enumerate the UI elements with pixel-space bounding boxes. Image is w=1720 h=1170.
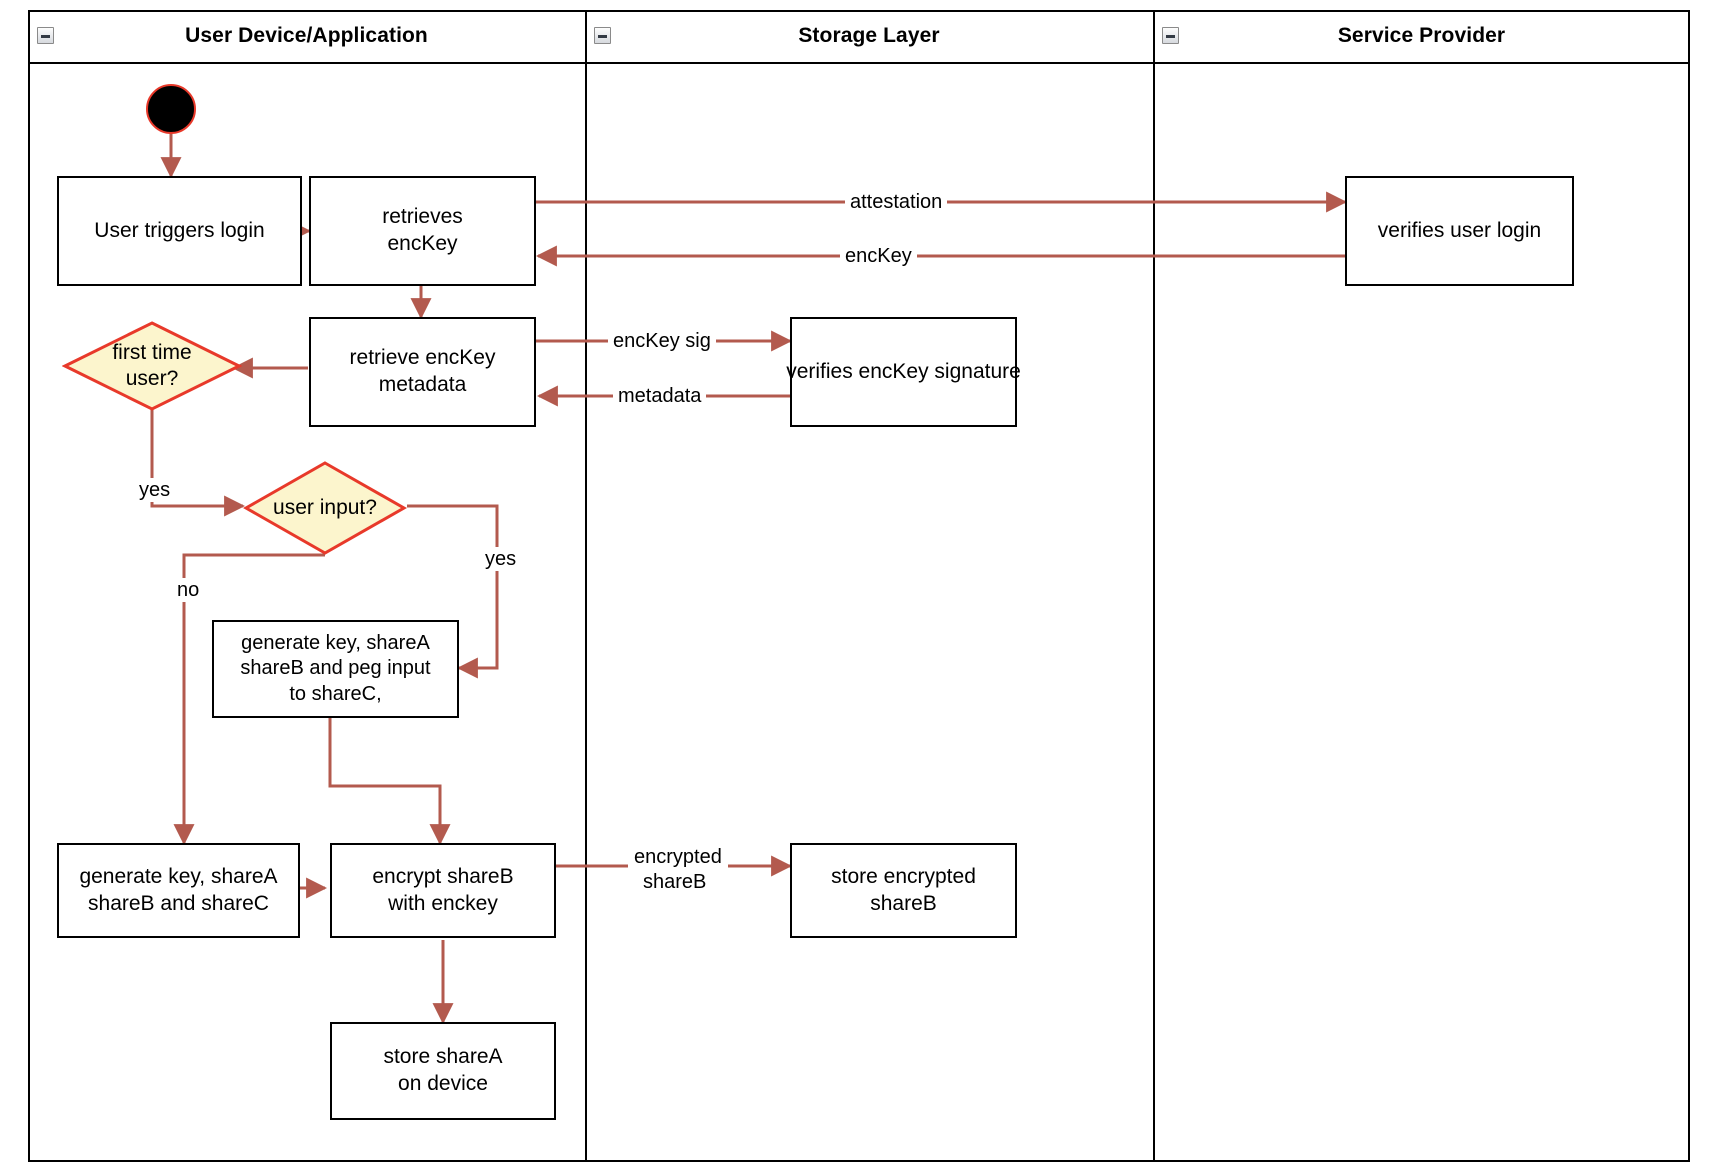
lane-title-user-device: User Device/Application	[185, 24, 428, 47]
action-label: verifies user login	[1377, 218, 1542, 242]
action-retrieves-enckey[interactable]: retrieves encKey	[309, 176, 536, 286]
action-generate-shares[interactable]: generate key, shareA shareB and shareC	[57, 843, 300, 938]
action-label-line1: store encrypted	[831, 864, 976, 888]
action-label-line3: to shareC,	[289, 682, 382, 705]
edge-label-no-user-input: no	[172, 578, 205, 602]
action-generate-peg-input[interactable]: generate key, shareA shareB and peg inpu…	[212, 620, 459, 718]
edge-label-yes-first-time: yes	[134, 478, 176, 502]
decision-label-line1: first time	[112, 340, 192, 364]
action-label-line1: generate key, shareA	[79, 864, 278, 888]
swimlane-header-divider	[28, 62, 1690, 64]
action-label-line2: shareB and peg input	[240, 657, 431, 680]
action-label-line2: encKey	[387, 232, 458, 255]
edge-label-encrypted-shareb-line2: shareB	[637, 870, 713, 894]
edge-label-enckey: encKey	[840, 244, 917, 268]
minus-box-icon-storage-layer[interactable]	[594, 27, 611, 44]
decision-user-input[interactable]: user input?	[243, 460, 407, 556]
lane-title-storage-layer: Storage Layer	[798, 24, 940, 47]
action-label: verifies encKey signature	[786, 359, 1021, 383]
action-label-line1: generate key, shareA	[241, 631, 430, 654]
action-label-line2: on device	[398, 1072, 488, 1095]
action-verifies-user-login[interactable]: verifies user login	[1345, 176, 1574, 286]
action-label-line1: encrypt shareB	[372, 864, 514, 888]
action-label-line2: shareB	[870, 891, 937, 915]
edge-label-encrypted-shareb-line1: encrypted	[628, 845, 728, 869]
edge-label-attestation: attestation	[845, 190, 948, 214]
action-user-triggers-login[interactable]: User triggers login	[57, 176, 302, 286]
action-label-line2: with enckey	[388, 891, 498, 915]
initial-node[interactable]	[146, 84, 196, 134]
edge-label-enckey-sig: encKey sig	[608, 329, 716, 353]
swimlane-frame	[28, 10, 1690, 1162]
action-retrieve-enckey-metadata[interactable]: retrieve encKey metadata	[309, 317, 536, 427]
lane-divider-1	[585, 10, 587, 1162]
action-label-line2: shareB and shareC	[88, 891, 269, 915]
action-label-line2: metadata	[378, 373, 467, 396]
decision-label-line2: user?	[125, 367, 179, 390]
action-label-line1: store shareA	[383, 1045, 503, 1069]
action-encrypt-shareb[interactable]: encrypt shareB with enckey	[330, 843, 556, 938]
decision-first-time-user[interactable]: first time user?	[62, 320, 242, 412]
decision-label: user input?	[273, 495, 377, 519]
edge-label-yes-user-input: yes	[480, 547, 522, 571]
action-label-line1: retrieves	[382, 205, 463, 229]
minus-box-icon-user-device[interactable]	[37, 27, 54, 44]
edge-label-metadata: metadata	[613, 384, 707, 408]
lane-divider-2	[1153, 10, 1155, 1162]
action-store-encrypted-shareb[interactable]: store encrypted shareB	[790, 843, 1017, 938]
action-label: User triggers login	[94, 218, 265, 242]
minus-box-icon-service-provider[interactable]	[1162, 27, 1179, 44]
action-verifies-enckey-signature[interactable]: verifies encKey signature	[786, 317, 1021, 427]
action-store-sharea[interactable]: store shareA on device	[330, 1022, 556, 1120]
action-label-line1: retrieve encKey	[349, 346, 496, 370]
lane-title-service-provider: Service Provider	[1337, 24, 1506, 47]
